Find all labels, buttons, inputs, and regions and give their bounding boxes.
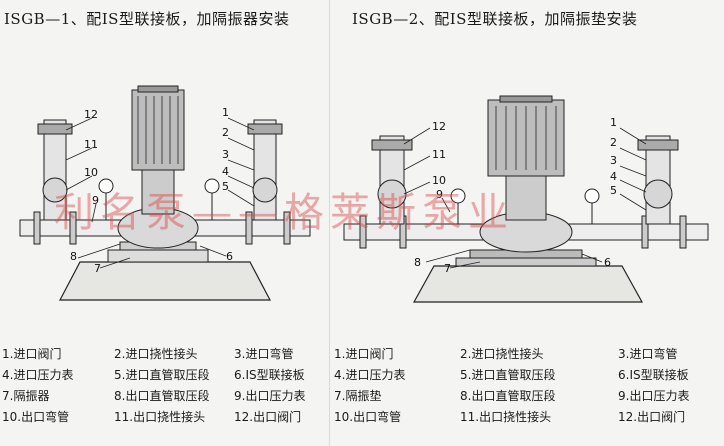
- legend-item: 11.出口挠性接头: [460, 410, 552, 424]
- outlet-pressure-gauge: [450, 188, 466, 204]
- outlet-valve-stack: [43, 119, 67, 221]
- concrete-base: [59, 261, 271, 301]
- legend-item: 6.IS型联接板: [234, 368, 305, 382]
- flanges: [33, 211, 291, 245]
- callout-1: 1: [610, 116, 617, 129]
- callout-1: 1: [222, 106, 229, 119]
- legend-item: 9.出口压力表: [618, 389, 690, 403]
- panel-isgb-1: ISGB—1、配IS型联接板，加隔振器安装: [0, 0, 330, 446]
- callout-3: 3: [610, 154, 617, 167]
- legend-item: 12.出口阀门: [234, 410, 302, 424]
- callout-12: 12: [432, 120, 446, 133]
- legend-item: 5.进口直管取压段: [460, 368, 556, 382]
- callout-10: 10: [84, 166, 98, 179]
- callout-11: 11: [84, 138, 98, 151]
- legend-item: 3.进口弯管: [618, 347, 678, 361]
- vibration-pad: [455, 257, 597, 267]
- callout-6: 6: [226, 250, 233, 263]
- callout-10: 10: [432, 174, 446, 187]
- callout-8: 8: [70, 250, 77, 263]
- legend-item: 5.进口直管取压段: [114, 368, 210, 382]
- concrete-base: [412, 265, 644, 303]
- legend-item: 7.隔振器: [2, 389, 50, 403]
- pump-installation-drawing: 12 11 10 9 8 7 1 2 3 4 5 6: [343, 95, 709, 303]
- legend-item: 4.进口压力表: [334, 368, 406, 382]
- legend-item: 11.出口挠性接头: [114, 410, 206, 424]
- legend-item: 3.进口弯管: [234, 347, 294, 361]
- legend-item: 1.进口阀门: [334, 347, 394, 361]
- pump-coupling: [141, 169, 175, 215]
- callout-5: 5: [222, 180, 229, 193]
- inlet-pressure-gauge: [204, 178, 220, 194]
- callout-2: 2: [610, 136, 617, 149]
- inlet-valve-stack: [253, 119, 277, 221]
- motor: [131, 89, 185, 171]
- pump-installation-drawing: 12 11 10 9 8 7 1 2 3 4 5 6: [19, 85, 311, 301]
- callout-4: 4: [610, 170, 617, 183]
- panel-title: ISGB—2、配IS型联接板，加隔振垫安装: [352, 10, 638, 28]
- callout-7: 7: [444, 262, 451, 275]
- pump-coupling: [505, 175, 547, 221]
- callout-4: 4: [222, 165, 229, 178]
- panel-isgb-2: ISGB—2、配IS型联接板，加隔振垫安装: [330, 0, 724, 446]
- outlet-pressure-gauge: [98, 178, 114, 194]
- legend-item: 10.出口弯管: [2, 410, 70, 424]
- motor-fins: [137, 96, 179, 164]
- legend-item: 1.进口阀门: [2, 347, 62, 361]
- legend-item: 4.进口压力表: [2, 368, 74, 382]
- legend-item: 12.出口阀门: [618, 410, 686, 424]
- panel-title: ISGB—1、配IS型联接板，加隔振器安装: [4, 10, 290, 28]
- callout-7: 7: [94, 262, 101, 275]
- legend-item: 8.出口直管取压段: [460, 389, 556, 403]
- legend-item: 2.进口挠性接头: [114, 347, 198, 361]
- callout-11: 11: [432, 148, 446, 161]
- callout-9: 9: [436, 188, 443, 201]
- legend-item: 8.出口直管取压段: [114, 389, 210, 403]
- flanges: [359, 215, 687, 249]
- legend-item: 7.隔振垫: [334, 389, 382, 403]
- legend-item: 6.IS型联接板: [618, 368, 689, 382]
- callout-2: 2: [222, 126, 229, 139]
- callout-9: 9: [92, 194, 99, 207]
- legend-item: 10.出口弯管: [334, 410, 402, 424]
- callout-3: 3: [222, 148, 229, 161]
- callout-12: 12: [84, 108, 98, 121]
- callout-6: 6: [604, 256, 611, 269]
- legend-item: 9.出口压力表: [234, 389, 306, 403]
- callout-8: 8: [414, 256, 421, 269]
- legend-item: 2.进口挠性接头: [460, 347, 544, 361]
- callout-5: 5: [610, 184, 617, 197]
- inlet-pressure-gauge: [584, 188, 600, 204]
